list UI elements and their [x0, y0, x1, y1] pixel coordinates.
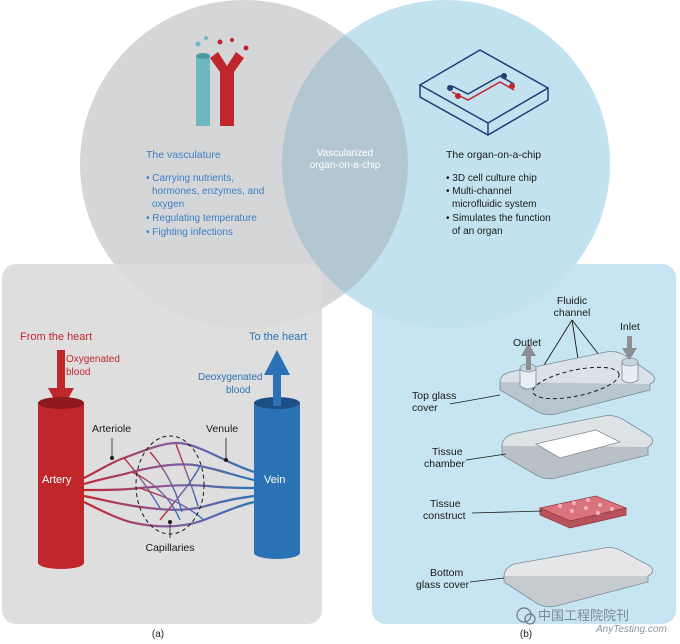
vasculature-bullet-line: hormones, enzymes, and	[152, 186, 264, 197]
tissue-construct	[538, 495, 628, 529]
deoxygenated-label-line1: Deoxygenated	[198, 372, 263, 383]
vessel-icon	[195, 36, 249, 126]
panel-a-caption: (a)	[152, 629, 164, 640]
vasculature-bullet-line: • Regulating temperature	[146, 213, 257, 224]
top-glass-cover	[499, 351, 655, 416]
arteriole-label: Arteriole	[92, 423, 131, 435]
to-heart-label: To the heart	[249, 331, 307, 343]
watermark-line2: AnyTesting.com	[595, 624, 667, 635]
capillaries-label: Capillaries	[145, 542, 194, 554]
inlet-arrow	[622, 336, 637, 360]
fluidic-channel-label-line2: channel	[554, 307, 591, 319]
tissue-construct-label-line2: construct	[423, 510, 466, 522]
tissue-chamber-label-line2: chamber	[424, 458, 465, 470]
watermark: 中国工程院院刊 AnyTesting.com	[516, 607, 667, 635]
deoxygenated-label-line2: blood	[226, 385, 250, 396]
organ-chip-bullet-line: microfluidic system	[452, 199, 536, 210]
bottom-glass-cover	[503, 547, 653, 608]
tissue-construct-label-line1: Tissue	[430, 498, 461, 510]
venous-outflow-arrow	[264, 350, 290, 406]
tissue-chamber-leader	[465, 453, 507, 461]
top-glass-label-line2: cover	[412, 402, 438, 414]
organ-chip-bullet-line: • Simulates the function	[446, 213, 551, 224]
bottom-glass-leader	[469, 577, 505, 583]
from-heart-label: From the heart	[20, 331, 92, 343]
top-glass-leader	[449, 394, 501, 405]
vein-label: Vein	[264, 474, 285, 486]
tissue-chamber-label-line1: Tissue	[432, 446, 463, 458]
capillaries-marker	[168, 520, 172, 524]
overlap-label-line1: Vascularized	[317, 148, 374, 159]
bottom-glass-label-line1: Bottom	[430, 567, 464, 579]
chip-icon	[418, 49, 550, 136]
vasculature-bullet-line: • Fighting infections	[146, 227, 233, 238]
overlap-label-line2: organ-on-a-chip	[310, 160, 381, 171]
watermark-line1: 中国工程院院刊	[538, 608, 629, 623]
inlet-label: Inlet	[620, 321, 640, 333]
capillary-network	[83, 441, 255, 528]
vasculature-bullet-line: oxygen	[152, 199, 184, 210]
outlet-arrow	[521, 343, 536, 370]
panel-b-caption: (b)	[520, 629, 532, 640]
tissue-chamber	[501, 415, 653, 480]
arteriole-marker	[110, 456, 114, 460]
organ-chip-bullet-line: • Multi-channel	[446, 186, 512, 197]
artery-label: Artery	[42, 474, 72, 486]
vasculature-bullet-line: • Carrying nutrients,	[146, 173, 234, 184]
artery-vessel	[38, 397, 84, 569]
fluidic-channel-label-line1: Fluidic	[557, 295, 587, 307]
vasculature-title: The vasculature	[146, 149, 221, 161]
organ-chip-title: The organ-on-a-chip	[446, 149, 541, 161]
outlet-label: Outlet	[513, 337, 541, 349]
oxygenated-label-line1: Oxygenated	[66, 354, 120, 365]
tissue-construct-leader	[471, 510, 543, 514]
top-glass-label-line1: Top glass	[412, 390, 456, 402]
venule-label: Venule	[206, 423, 238, 435]
vein-vessel	[254, 397, 300, 559]
oxygenated-label-line2: blood	[66, 367, 90, 378]
organ-chip-bullet-line: • 3D cell culture chip	[446, 173, 537, 184]
bottom-glass-label-line2: glass cover	[416, 579, 470, 591]
overlap-region	[282, 0, 408, 328]
organ-chip-bullet-line: of an organ	[452, 226, 503, 237]
venule-marker	[224, 458, 228, 462]
